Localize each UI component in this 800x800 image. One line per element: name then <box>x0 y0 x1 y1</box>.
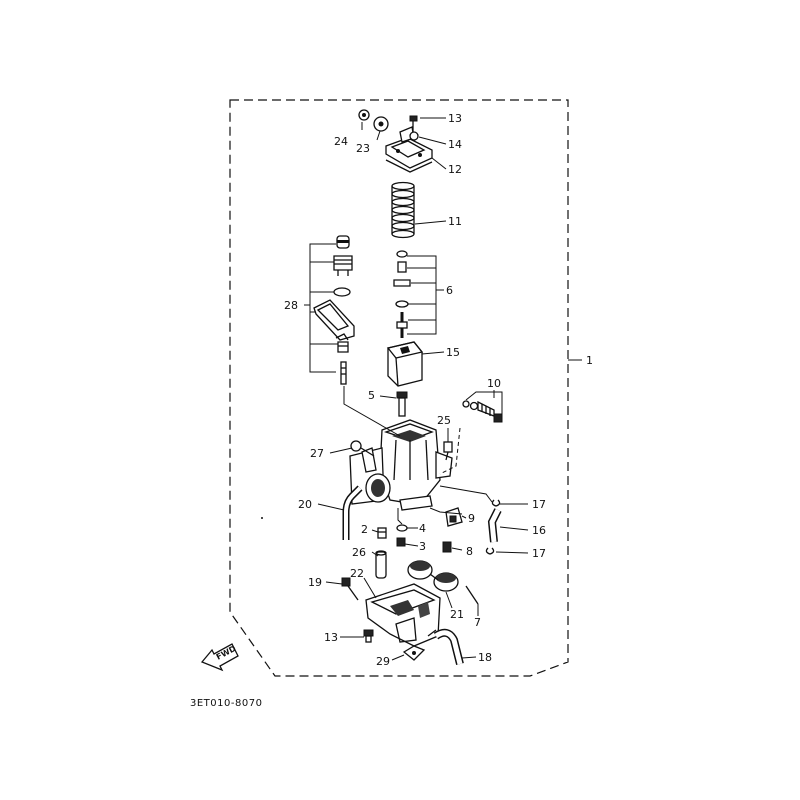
part-17-clip-upper <box>491 499 501 507</box>
figure-code: 3ET010-8070 <box>190 698 262 709</box>
part-2-jet <box>377 527 387 539</box>
part-10-pilot-screw-set <box>462 400 503 423</box>
callout-19: 19 <box>308 576 322 589</box>
fwd-arrow-icon: FWD <box>200 643 239 672</box>
callout-3: 3 <box>419 540 426 553</box>
callout-18: 18 <box>478 651 492 664</box>
part-26-tube <box>375 550 387 579</box>
callout-4: 4 <box>419 522 426 535</box>
part-13-screw <box>409 115 418 122</box>
callout-17-upper: 17 <box>532 498 546 511</box>
part-19-screw <box>341 577 359 601</box>
callout-12: 12 <box>448 163 462 176</box>
carburetor-body <box>349 419 453 511</box>
top-cap-group <box>358 109 433 173</box>
callout-26: 26 <box>352 546 366 559</box>
part-21-float <box>407 560 459 592</box>
callout-10: 10 <box>487 377 501 390</box>
part-13-screw-lower <box>363 629 374 643</box>
callout-22: 22 <box>350 567 364 580</box>
part-4-ring <box>396 524 408 532</box>
callout-13-bottom: 13 <box>324 631 338 644</box>
part-17-clip-lower <box>485 547 495 555</box>
callout-24: 24 <box>334 135 348 148</box>
part-28-starter-set <box>313 235 355 385</box>
callout-9: 9 <box>468 512 475 525</box>
callout-28: 28 <box>284 299 298 312</box>
callout-6: 6 <box>446 284 453 297</box>
assembly-boundary <box>229 99 569 677</box>
callout-25: 25 <box>437 414 451 427</box>
callout-5: 5 <box>368 389 375 402</box>
callout-labels: 1 2 3 4 5 6 7 8 9 10 11 12 13 13 14 15 1… <box>284 112 593 668</box>
callout-13-top: 13 <box>448 112 462 125</box>
callout-27: 27 <box>310 447 324 460</box>
part-3-jet <box>396 537 406 547</box>
part-15-throttle-valve <box>386 341 424 387</box>
part-9-needle-valve <box>445 507 463 527</box>
part-14-screw <box>409 131 419 141</box>
callout-14: 14 <box>448 138 462 151</box>
part-20-hose <box>342 485 363 540</box>
part-8-jet <box>442 541 452 553</box>
callout-23: 23 <box>356 142 370 155</box>
leader-lines <box>304 117 582 661</box>
part-29-plate <box>402 645 426 661</box>
callout-1: 1 <box>586 354 593 367</box>
part-11-spring <box>391 181 415 239</box>
callout-17-lower: 17 <box>532 547 546 560</box>
callout-8: 8 <box>466 545 473 558</box>
part-16-hose <box>487 508 502 543</box>
part-22-float-chamber <box>365 583 441 647</box>
callout-7: 7 <box>474 616 481 629</box>
part-18-hose <box>433 628 464 665</box>
part-12-gasket <box>385 159 433 173</box>
callout-2: 2 <box>361 523 368 536</box>
callout-15: 15 <box>446 346 460 359</box>
callout-29: 29 <box>376 655 390 668</box>
part-5-screw <box>396 391 408 417</box>
part-27-screw <box>350 440 375 457</box>
part-7-float-pin <box>465 585 479 605</box>
callout-21: 21 <box>450 608 464 621</box>
callout-16: 16 <box>532 524 546 537</box>
callout-20: 20 <box>298 498 312 511</box>
callout-11: 11 <box>448 215 462 228</box>
part-6-needle-set <box>393 250 411 338</box>
